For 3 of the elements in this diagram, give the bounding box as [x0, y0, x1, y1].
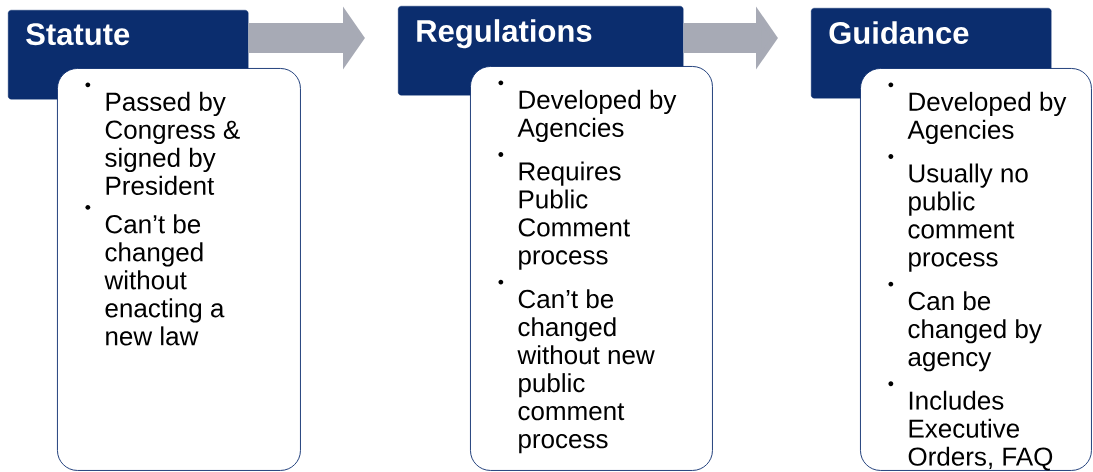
bullet-card: Developed by Agencies Usually no public comment process Can be changed by agency Includes Executive Orders, FAQ — [860, 68, 1092, 471]
bullet-card: Developed by Agencies Requires Public Comment process Can’t be changed without new public comment process — [470, 66, 713, 471]
bullet-card: Passed by Congress & signed by President Can’t be changed without enacting a new law — [57, 68, 301, 471]
